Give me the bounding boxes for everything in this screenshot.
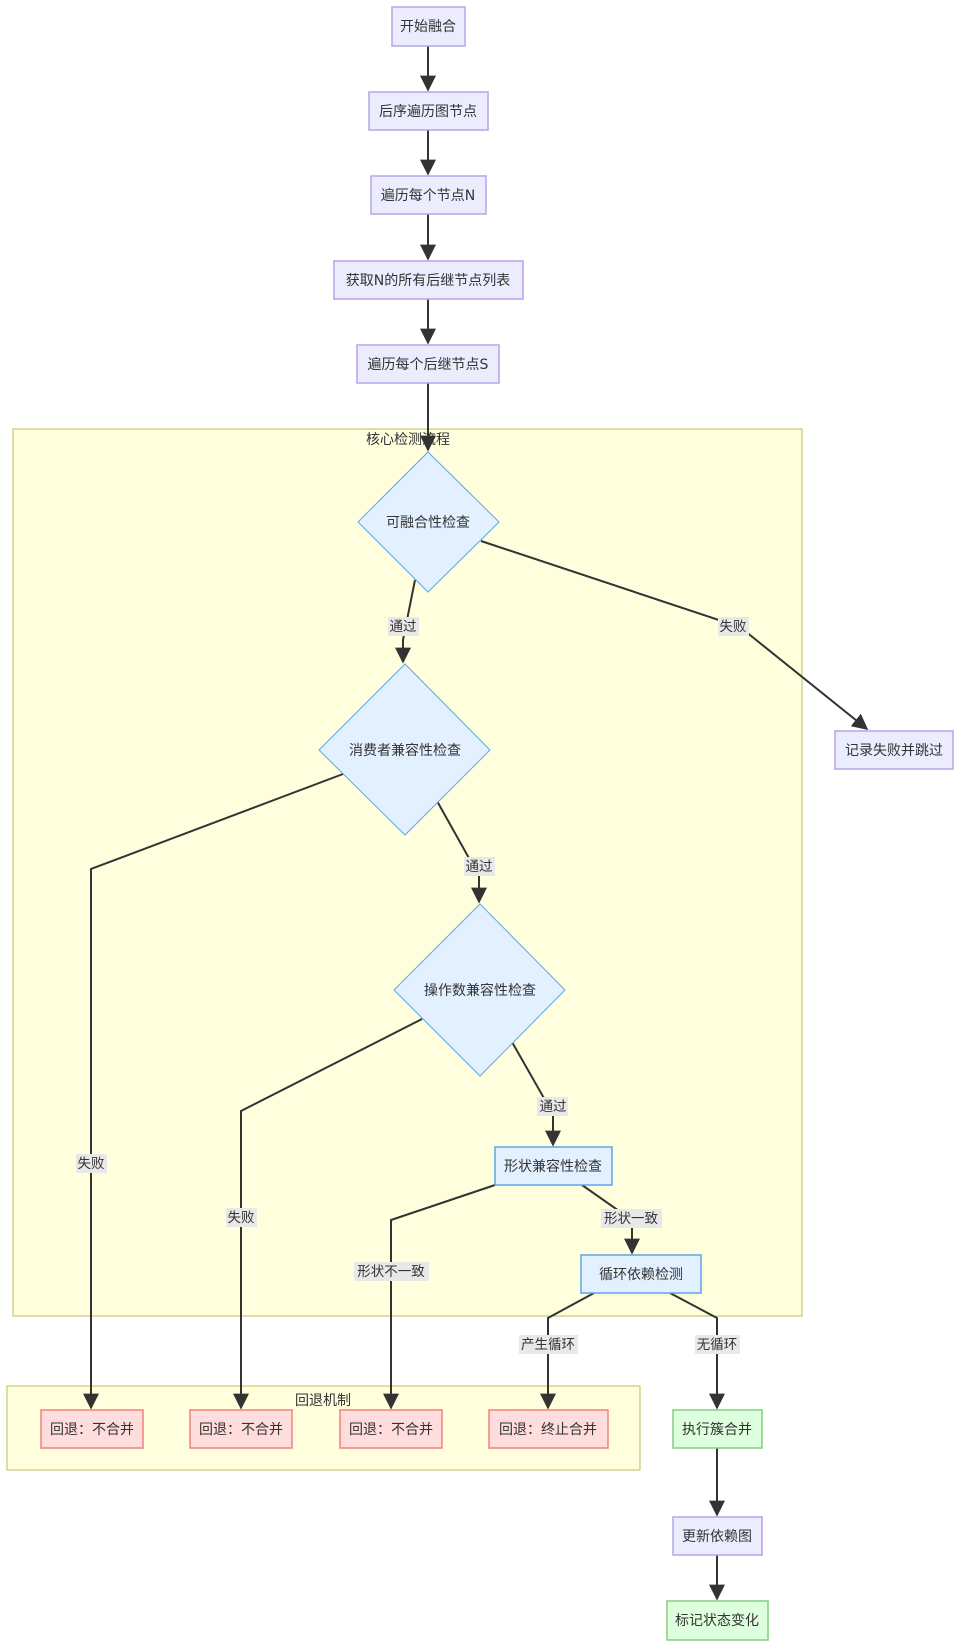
edge-label-shape-bad: 形状不一致 (354, 1262, 429, 1281)
edge-cycle-yes (540, 1292, 595, 1410)
svg-text:形状不一致: 形状不一致 (357, 1264, 425, 1280)
node-traverse-s-label: 遍历每个后继节点S (368, 357, 489, 373)
node-start-label: 开始融合 (400, 19, 456, 35)
node-traverse-s[interactable]: 遍历每个后继节点S (356, 344, 500, 384)
node-shape-check-label: 形状兼容性检查 (504, 1158, 602, 1175)
node-update-deps[interactable]: 更新依赖图 (672, 1516, 763, 1556)
node-exec-merge-label: 执行簇合并 (682, 1422, 752, 1438)
svg-text:失败: 失败 (228, 1210, 255, 1226)
svg-text:失败: 失败 (720, 619, 748, 635)
svg-text:通过: 通过 (390, 619, 417, 635)
node-rollback-3[interactable]: 回退：不合并 (339, 1409, 443, 1449)
node-get-successors-label: 获取N的所有后继节点列表 (346, 273, 510, 289)
edge-label-cycle-no: 无循环 (695, 1335, 740, 1354)
node-traverse-n-label: 遍历每个节点N (381, 188, 475, 204)
node-rollback-3-label: 回退：不合并 (349, 1422, 433, 1438)
edge-label-fusible-fail: 失败 (718, 617, 749, 636)
edge-shape-bad (383, 1184, 496, 1410)
svg-text:通过: 通过 (540, 1099, 568, 1115)
svg-text:产生循环: 产生循环 (521, 1337, 575, 1353)
node-postorder[interactable]: 后序遍历图节点 (368, 91, 489, 131)
edge-consumer-fail (83, 773, 344, 1410)
edge-label-operand-fail: 失败 (226, 1208, 257, 1227)
node-mark-state[interactable]: 标记状态变化 (666, 1600, 769, 1641)
node-consumer-check-label: 消费者兼容性检查 (349, 742, 461, 759)
node-fusible-check[interactable]: 可融合性检查 (357, 451, 500, 593)
node-traverse-n[interactable]: 遍历每个节点N (370, 175, 487, 215)
node-rollback-1[interactable]: 回退：不合并 (40, 1409, 144, 1449)
node-operand-check-label: 操作数兼容性检查 (424, 982, 536, 999)
node-rollback-1-label: 回退：不合并 (50, 1422, 134, 1438)
node-rollback-2[interactable]: 回退：不合并 (189, 1409, 293, 1449)
node-rollback-2-label: 回退：不合并 (199, 1422, 283, 1438)
edge-operand-fail (233, 1018, 423, 1410)
node-exec-merge[interactable]: 执行簇合并 (672, 1409, 763, 1449)
edge-fusible-pass (395, 579, 416, 664)
svg-text:无循环: 无循环 (697, 1337, 738, 1353)
edge-cycle-no (669, 1292, 725, 1410)
node-rollback-4[interactable]: 回退：终止合并 (488, 1409, 609, 1449)
svg-text:失败: 失败 (78, 1156, 105, 1172)
cluster-core-title: 核心检测流程 (366, 432, 450, 448)
node-consumer-check[interactable]: 消费者兼容性检查 (318, 663, 491, 836)
edge-label-fusible-pass: 通过 (388, 617, 419, 636)
edge-label-operand-pass: 通过 (537, 1097, 568, 1116)
edge-label-consumer-pass: 通过 (464, 857, 495, 876)
edge-label-shape-ok: 形状一致 (601, 1209, 662, 1228)
node-record-fail[interactable]: 记录失败并跳过 (834, 730, 954, 770)
node-cycle-check-label: 循环依赖检测 (599, 1267, 683, 1283)
cluster-rollback-title: 回退机制 (295, 1393, 351, 1409)
edge-label-consumer-fail: 失败 (76, 1154, 107, 1173)
node-cycle-check[interactable]: 循环依赖检测 (580, 1254, 702, 1294)
node-rollback-4-label: 回退：终止合并 (499, 1422, 597, 1438)
cluster-core (12, 428, 803, 1317)
svg-text:形状一致: 形状一致 (604, 1211, 658, 1227)
node-postorder-label: 后序遍历图节点 (379, 104, 477, 120)
svg-text:通过: 通过 (466, 859, 493, 875)
node-shape-check[interactable]: 形状兼容性检查 (494, 1146, 613, 1186)
node-operand-check[interactable]: 操作数兼容性检查 (393, 903, 566, 1077)
node-get-successors[interactable]: 获取N的所有后继节点列表 (333, 260, 524, 300)
node-start[interactable]: 开始融合 (391, 6, 466, 47)
node-fusible-check-label: 可融合性检查 (386, 515, 470, 531)
node-update-deps-label: 更新依赖图 (682, 1529, 752, 1545)
node-record-fail-label: 记录失败并跳过 (845, 743, 943, 759)
node-mark-state-label: 标记状态变化 (675, 1613, 759, 1629)
edge-label-cycle-yes: 产生循环 (519, 1335, 578, 1354)
